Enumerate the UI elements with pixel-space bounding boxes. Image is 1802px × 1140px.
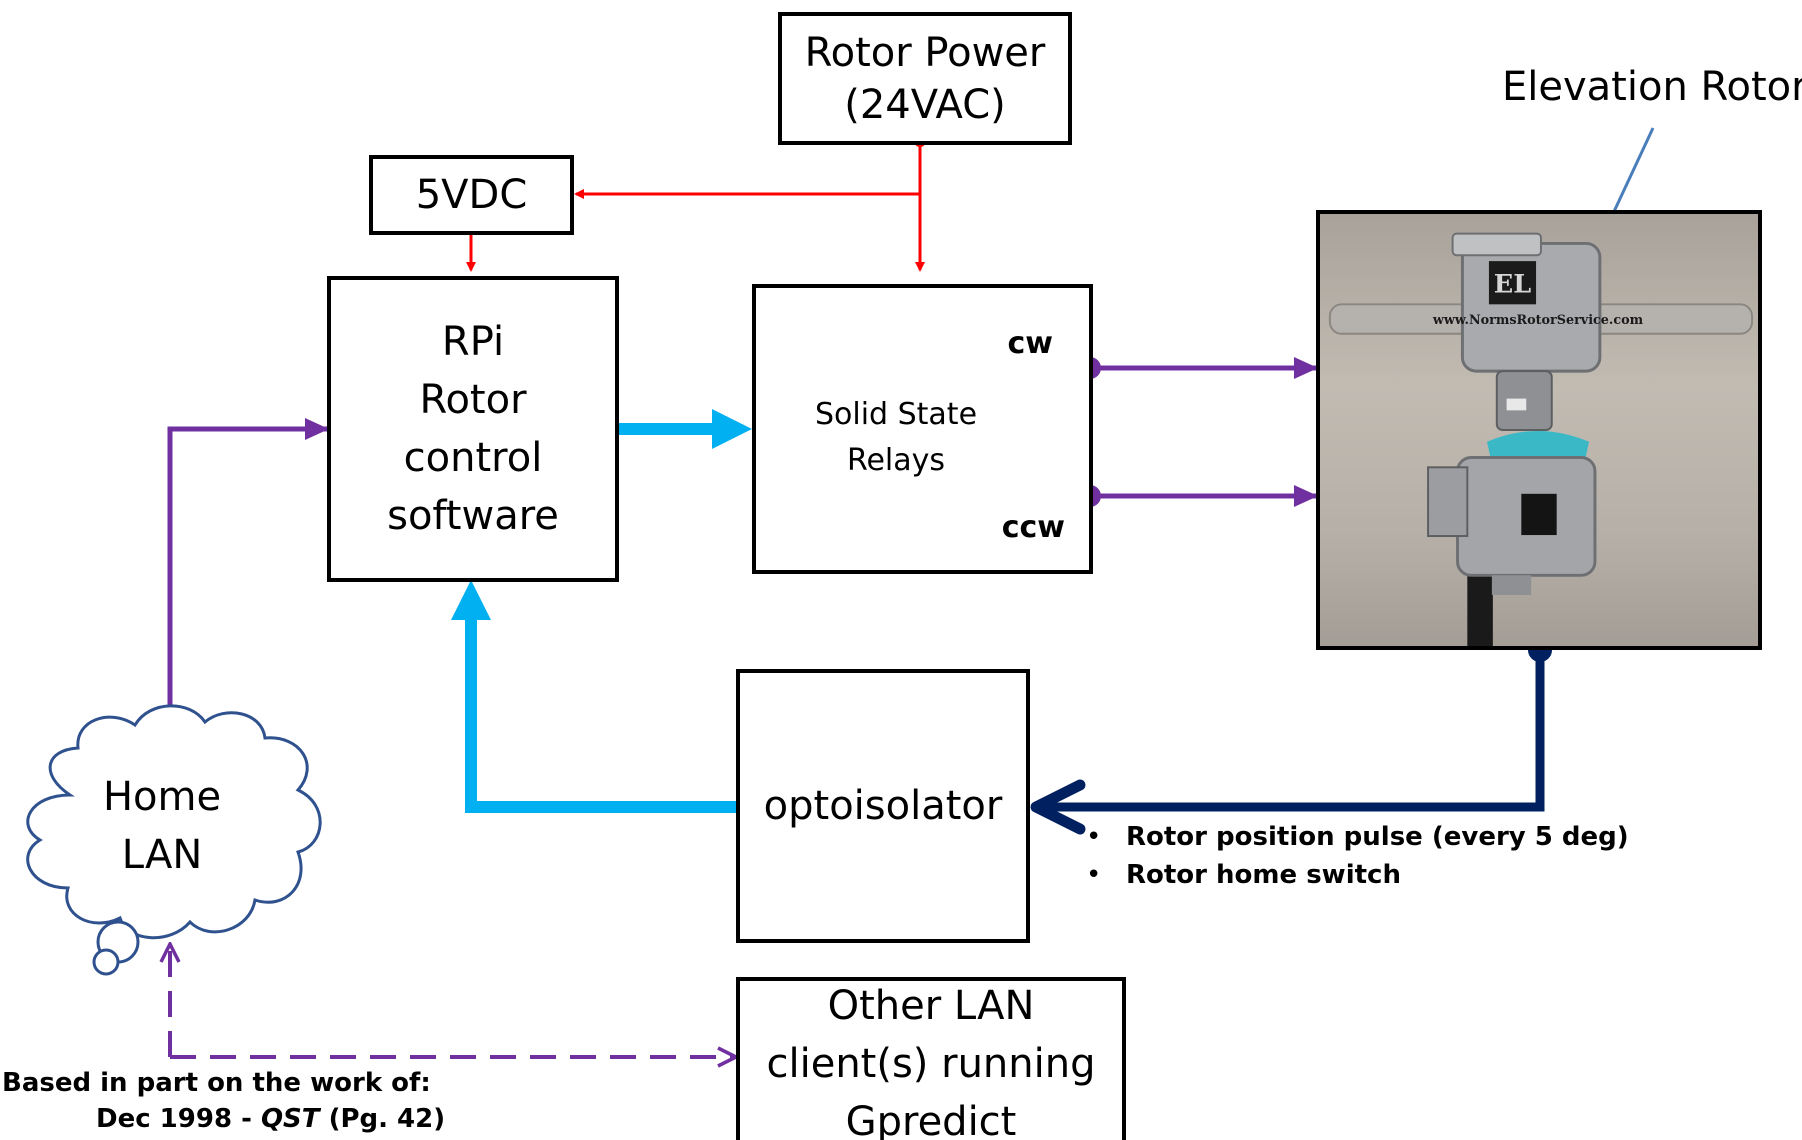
feedback-item-position-pulse: •Rotor position pulse (every 5 deg)	[1086, 822, 1629, 852]
cw-label: cw	[1007, 326, 1054, 361]
credit-line-2: Dec 1998 - QST (Pg. 42)	[96, 1104, 446, 1134]
feedback-arrowhead	[1030, 779, 1086, 835]
feedback-signal-list: •Rotor position pulse (every 5 deg) •Rot…	[1086, 818, 1629, 894]
optoisolator-box: optoisolator	[736, 669, 1030, 943]
rpi-to-relays-arrowhead	[712, 409, 752, 449]
rotor-power-box: Rotor Power (24VAC)	[778, 12, 1072, 145]
feedback-item-home-switch: •Rotor home switch	[1086, 860, 1401, 890]
feedback-line	[1030, 638, 1552, 835]
optoisolator-label: optoisolator	[763, 783, 1003, 829]
five-vdc-box: 5VDC	[369, 155, 574, 235]
elevation-rotor-label: Elevation Rotor	[1502, 64, 1802, 110]
elevation-rotor-photo: EL www.NormsRotorService.com	[1316, 210, 1762, 650]
home-lan-cloud	[26, 704, 322, 976]
photo-watermark: www.NormsRotorService.com	[1432, 313, 1644, 328]
credit-line-1: Based in part on the work of:	[2, 1068, 431, 1098]
optoisolator-to-rpi-line	[465, 618, 738, 813]
relay-output-lines	[1079, 357, 1318, 507]
upper-plate-text: EL	[1494, 270, 1531, 300]
five-vdc-label: 5VDC	[415, 172, 528, 218]
lan-links	[159, 418, 736, 1057]
rpi-label: RPi Rotor control software	[387, 319, 559, 539]
rotor-power-label: Rotor Power (24VAC)	[804, 29, 1046, 128]
ccw-label: ccw	[1001, 510, 1065, 545]
other-lan-clients-label: Other LAN client(s) running Gpredict	[766, 983, 1096, 1140]
relays-label: Solid State Relays	[814, 397, 978, 478]
control-arrows	[451, 409, 752, 813]
lan-to-rpi-line	[167, 418, 329, 600]
other-lan-clients-box: Other LAN client(s) running Gpredict	[736, 977, 1126, 1140]
home-lan-label: Home LAN	[102, 774, 222, 878]
optoisolator-to-rpi-arrowhead	[451, 580, 491, 620]
rpi-box: RPi Rotor control software	[327, 276, 619, 582]
solid-state-relays-box: Solid State Relays cw ccw	[752, 284, 1093, 574]
